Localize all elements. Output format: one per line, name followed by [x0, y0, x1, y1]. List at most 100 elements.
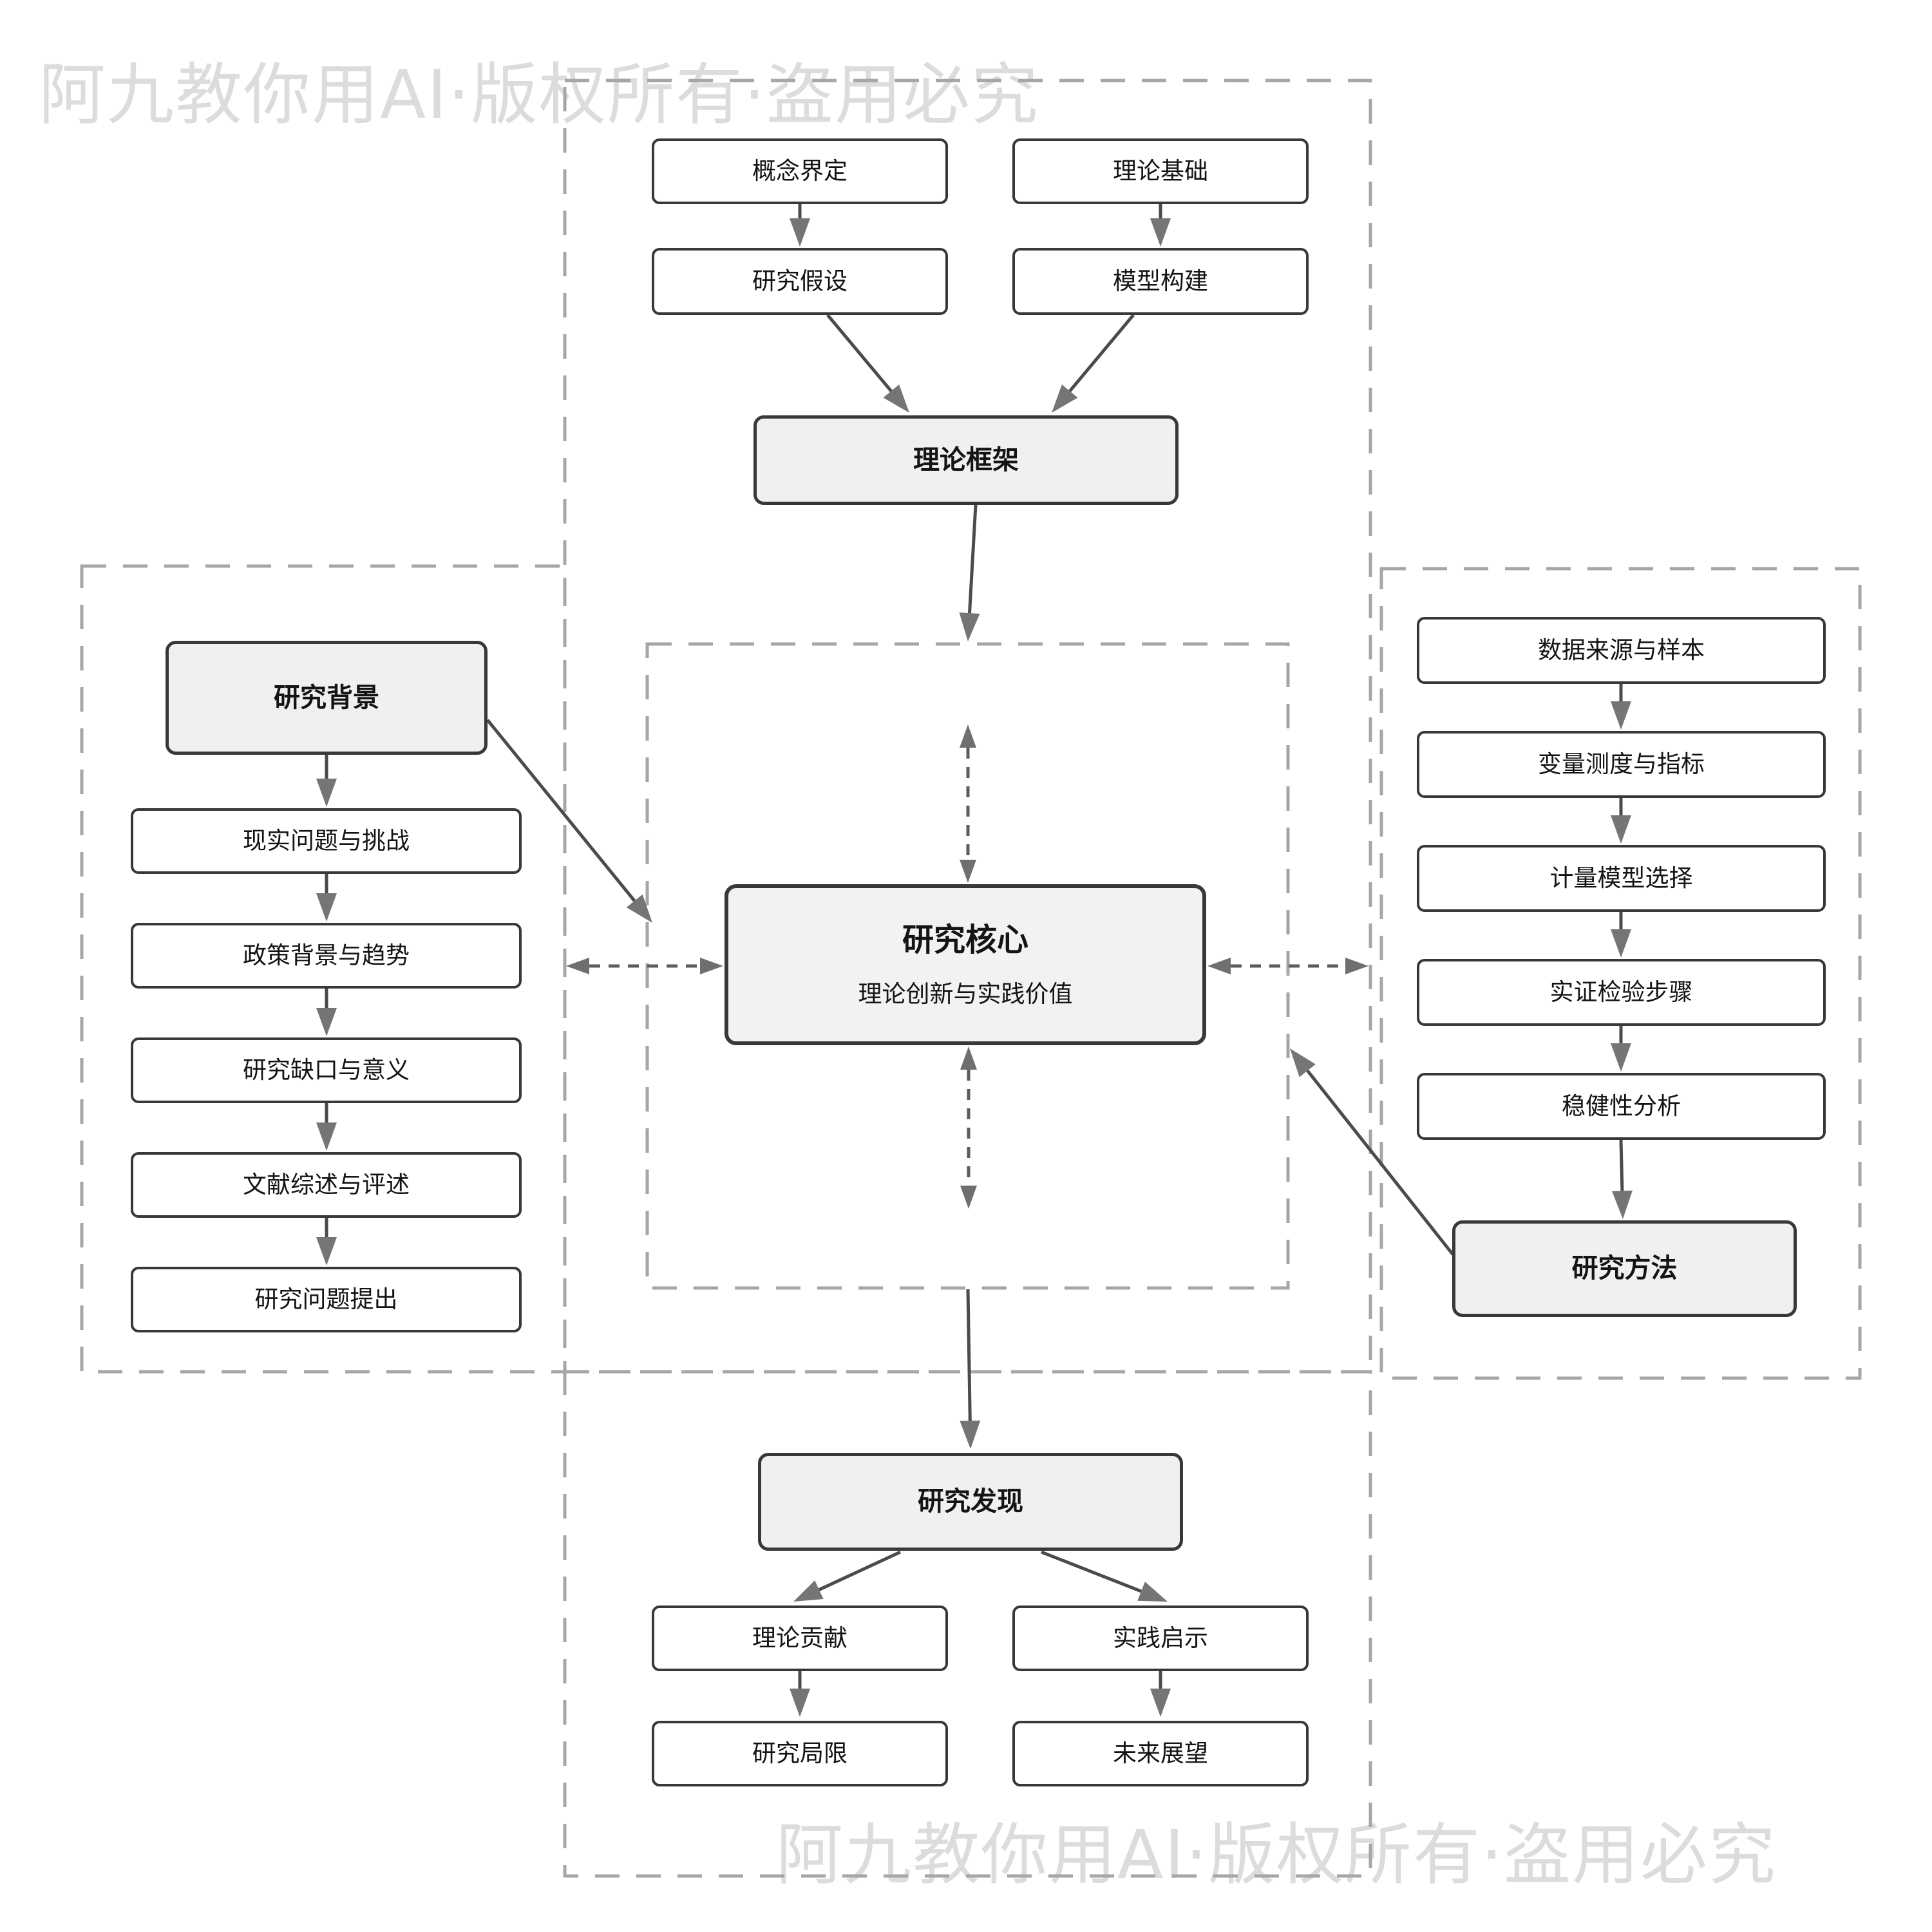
arrowhead	[316, 893, 337, 922]
edge-research-background-reality-problems	[316, 755, 337, 807]
arrowhead	[959, 612, 980, 641]
arrowhead	[1150, 1689, 1171, 1717]
edge-research-gap-literature-review	[316, 1103, 337, 1151]
edge-data-source-variable-measure	[1611, 684, 1631, 730]
edge-research-findings-theory-contribution	[793, 1550, 902, 1602]
node-label: 研究局限	[752, 1739, 848, 1767]
edge-econometric-model-empirical-test	[1611, 912, 1631, 958]
edge-research-core-right-region	[1208, 958, 1368, 974]
arrowhead	[1611, 929, 1631, 958]
node-theory-basis[interactable]: 理论基础	[1012, 138, 1309, 204]
node-label: 理论基础	[1113, 156, 1208, 185]
node-research-gap[interactable]: 研究缺口与意义	[131, 1037, 522, 1103]
node-policy-trends[interactable]: 政策背景与趋势	[131, 923, 522, 989]
edge-robustness-analysis-research-methods	[1611, 1139, 1633, 1219]
edge-variable-measure-econometric-model	[1611, 798, 1631, 844]
node-label: 未来展望	[1113, 1739, 1208, 1767]
node-theory-framework[interactable]: 理论框架	[753, 415, 1179, 505]
arrowhead	[883, 384, 909, 413]
arrowhead	[316, 1122, 337, 1151]
node-label: 实践启示	[1113, 1624, 1208, 1652]
arrowhead	[1611, 815, 1631, 844]
node-research-question[interactable]: 研究问题提出	[131, 1267, 522, 1332]
arrowhead	[316, 779, 337, 807]
arrowhead	[960, 860, 976, 883]
edge-left-region-research-core	[566, 958, 723, 974]
edge-theory-basis-model-construction	[1150, 204, 1171, 247]
node-reality-problems[interactable]: 现实问题与挑战	[131, 808, 522, 874]
edge-research-methods-center-region	[1290, 1048, 1454, 1256]
arrowhead	[1150, 218, 1171, 247]
edge-center-region-research-core	[960, 724, 976, 883]
edge-policy-trends-research-gap	[316, 989, 337, 1036]
edge-empirical-test-robustness-analysis	[1611, 1026, 1631, 1072]
node-literature-review[interactable]: 文献综述与评述	[131, 1152, 522, 1218]
arrowhead	[1137, 1582, 1168, 1602]
edge-research-background-center-region	[486, 719, 652, 923]
arrowhead	[1345, 958, 1368, 974]
arrowhead	[700, 958, 723, 974]
edge-reality-problems-policy-trends	[316, 874, 337, 922]
arrowhead	[793, 1580, 824, 1602]
edge-research-findings-practice-implication	[1041, 1550, 1168, 1602]
frame-middle-top-region	[563, 79, 1372, 1374]
node-label: 理论贡献	[752, 1624, 848, 1652]
node-model-construction[interactable]: 模型构建	[1012, 248, 1309, 315]
node-label: 计量模型选择	[1549, 864, 1693, 892]
node-future-outlook[interactable]: 未来展望	[1012, 1721, 1309, 1786]
node-econometric-model[interactable]: 计量模型选择	[1417, 845, 1826, 912]
arrowhead	[960, 1046, 977, 1070]
edge-theory-framework-center-region	[959, 504, 980, 641]
arrowhead	[1611, 701, 1631, 730]
node-empirical-test[interactable]: 实证检验步骤	[1417, 959, 1826, 1026]
arrowhead	[960, 1186, 977, 1209]
node-label: 政策背景与趋势	[243, 941, 410, 969]
node-research-limitation[interactable]: 研究局限	[652, 1721, 948, 1786]
arrowhead	[1052, 384, 1078, 413]
node-practice-implication[interactable]: 实践启示	[1012, 1605, 1309, 1671]
node-research-hypothesis[interactable]: 研究假设	[652, 248, 948, 315]
node-research-findings[interactable]: 研究发现	[758, 1453, 1183, 1551]
node-label: 研究方法	[1571, 1253, 1678, 1284]
edge-literature-review-research-question	[316, 1218, 337, 1265]
node-research-methods[interactable]: 研究方法	[1452, 1220, 1797, 1317]
node-label: 研究缺口与意义	[243, 1056, 410, 1084]
edge-theory-contribution-research-limitation	[790, 1671, 810, 1717]
arrowhead	[1611, 1043, 1631, 1072]
arrowhead	[626, 894, 652, 923]
node-label: 实证检验步骤	[1549, 978, 1693, 1006]
node-variable-measure[interactable]: 变量测度与指标	[1417, 731, 1826, 798]
arrowhead	[1290, 1048, 1316, 1077]
arrowhead	[316, 1008, 337, 1036]
node-label: 稳健性分析	[1562, 1092, 1681, 1120]
node-research-background[interactable]: 研究背景	[166, 641, 488, 755]
node-label: 数据来源与样本	[1538, 636, 1705, 664]
arrowhead	[790, 218, 810, 247]
node-label: 研究背景	[274, 681, 379, 713]
edge-center-region-research-findings	[960, 1289, 981, 1449]
edge-practice-implication-future-outlook	[1150, 1671, 1171, 1717]
node-label: 变量测度与指标	[1538, 750, 1705, 778]
edge-concept-definition-research-hypothesis	[790, 204, 810, 247]
node-label: 概念界定	[752, 156, 848, 185]
edge-research-core-center-region	[960, 1046, 977, 1209]
arrowhead	[316, 1237, 337, 1265]
arrowhead	[960, 1420, 981, 1449]
arrowhead	[960, 724, 976, 748]
node-label: 研究问题提出	[254, 1285, 398, 1313]
edge-model-construction-theory-framework	[1052, 314, 1135, 413]
node-label: 文献综述与评述	[243, 1170, 410, 1198]
node-label: 研究假设	[752, 267, 848, 295]
frame-right-region	[1379, 567, 1862, 1380]
arrowhead	[1611, 1190, 1633, 1219]
node-concept-definition[interactable]: 概念界定	[652, 138, 948, 204]
node-theory-contribution[interactable]: 理论贡献	[652, 1605, 948, 1671]
node-label: 理论框架	[913, 444, 1019, 475]
node-robustness-analysis[interactable]: 稳健性分析	[1417, 1073, 1826, 1140]
node-label: 模型构建	[1113, 267, 1208, 295]
frame-middle-bottom-region	[563, 1370, 1372, 1878]
node-research-core[interactable]: 研究核心理论创新与实践价值	[724, 884, 1206, 1045]
node-data-source[interactable]: 数据来源与样本	[1417, 617, 1826, 684]
node-label: 研究发现	[918, 1486, 1023, 1517]
